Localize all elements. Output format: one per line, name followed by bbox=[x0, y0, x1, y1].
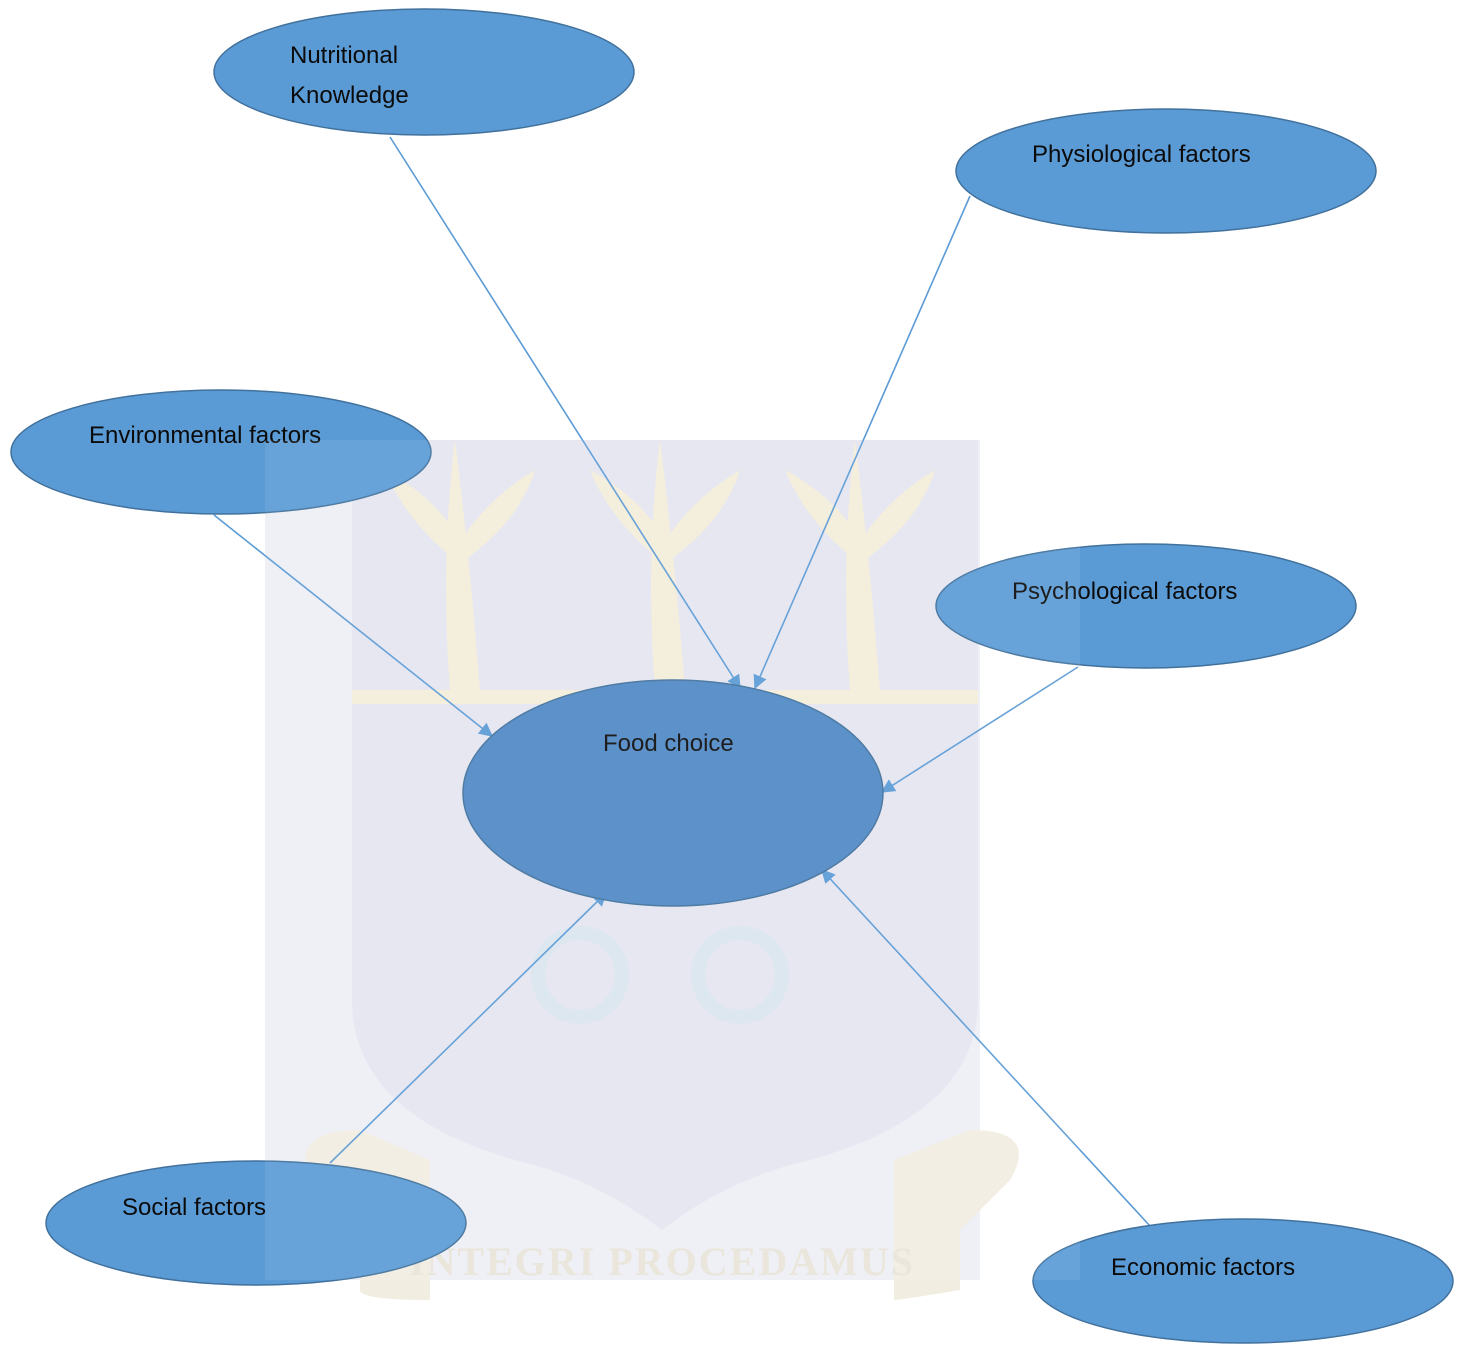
node-economic-factors: Economic factors bbox=[1032, 1218, 1454, 1344]
palm-tree-icons bbox=[352, 440, 978, 704]
nutritional-knowledge-label-line2: Knowledge bbox=[290, 82, 409, 109]
economic-factors-label: Economic factors bbox=[1111, 1254, 1295, 1281]
food-choice-label: Food choice bbox=[603, 730, 734, 757]
node-food-choice: Food choice bbox=[462, 679, 884, 907]
edge-physiological-to-food-choice bbox=[753, 195, 971, 690]
watermark-overlay bbox=[265, 440, 1080, 1280]
node-psychological-factors: Psychological factors bbox=[935, 543, 1357, 669]
psychological-factors-label: Psychological factors bbox=[1012, 578, 1237, 605]
node-nutritional-knowledge: Nutritional Knowledge bbox=[213, 8, 635, 136]
social-factors-label: Social factors bbox=[122, 1194, 266, 1221]
edge-nutritional-to-food-choice bbox=[389, 136, 741, 690]
edge-economic-to-food-choice bbox=[821, 868, 1151, 1227]
motto-ribbon bbox=[305, 1130, 1019, 1300]
node-social-factors: Social factors bbox=[45, 1160, 467, 1286]
physiological-factors-label: Physiological factors bbox=[1032, 141, 1251, 168]
motto-text: INTEGRI PROCEDAMUS bbox=[409, 1239, 915, 1284]
edge-environmental-to-food-choice bbox=[213, 514, 494, 737]
environmental-factors-label: Environmental factors bbox=[89, 422, 321, 449]
node-physiological-factors: Physiological factors bbox=[955, 108, 1377, 234]
edge-social-to-food-choice bbox=[329, 892, 608, 1164]
nutritional-knowledge-label-line1: Nutritional bbox=[290, 42, 398, 69]
edge-psychological-to-food-choice bbox=[880, 666, 1079, 793]
node-environmental-factors: Environmental factors bbox=[10, 389, 432, 515]
connectors bbox=[213, 136, 1151, 1227]
